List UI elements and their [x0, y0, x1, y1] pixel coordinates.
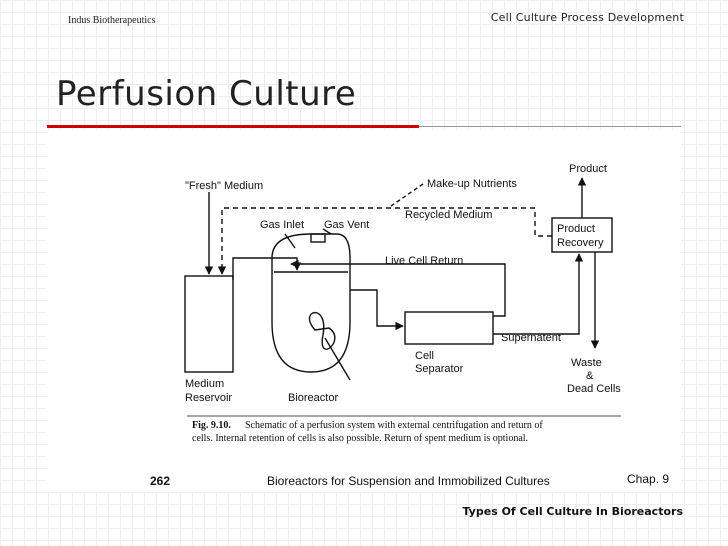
medium-reservoir-label-1: Medium	[185, 378, 224, 390]
cell-separator-label-1: Cell	[415, 350, 434, 362]
waste-label-3: Dead Cells	[567, 383, 621, 395]
organization-name: Indus Biotherapeutics	[68, 15, 156, 26]
gas-vent-leader	[322, 228, 332, 235]
slide-title: Perfusion Culture	[56, 74, 357, 114]
waste-label-2: &	[586, 370, 594, 382]
product-label: Product	[569, 163, 607, 175]
title-underline-gray	[419, 126, 681, 127]
slide-footer: Types Of Cell Culture In Bioreactors	[462, 505, 683, 518]
running-title: Bioreactors for Suspension and Immobiliz…	[267, 474, 550, 488]
chapter-label: Chap. 9	[627, 472, 669, 486]
diagram-svg: "Fresh" Medium Make-up Nutrients Recycle…	[150, 163, 669, 488]
recycled-medium-label: Recycled Medium	[405, 209, 492, 221]
page-number: 262	[150, 474, 170, 488]
reservoir-to-bioreactor	[232, 257, 302, 280]
perfusion-diagram: "Fresh" Medium Make-up Nutrients Recycle…	[47, 130, 681, 492]
product-recovery-label-1: Product	[557, 223, 595, 235]
caption-line-1: Schematic of a perfusion system with ext…	[245, 420, 543, 431]
bioreactor-vessel	[271, 233, 351, 373]
supernatant-line	[493, 253, 584, 335]
medium-reservoir-box	[184, 275, 234, 373]
caption-figure-label: Fig. 9.10.	[192, 420, 231, 431]
waste-label-1: Waste	[571, 357, 602, 369]
impeller	[308, 311, 336, 350]
fresh-medium-label: "Fresh" Medium	[185, 180, 263, 192]
cell-separator-label-2: Separator	[415, 363, 464, 375]
makeup-nutrients-leader	[390, 183, 424, 207]
live-cell-return-label: Live Cell Return	[385, 255, 463, 267]
gas-vent-label: Gas Vent	[324, 219, 369, 231]
medium-reservoir-label-2: Reservoir	[185, 392, 232, 404]
gas-inlet-leader	[284, 233, 296, 249]
cell-separator-box	[404, 311, 494, 345]
bioreactor-label: Bioreactor	[288, 392, 338, 404]
gas-inlet-label: Gas Inlet	[260, 219, 304, 231]
supernatant-label: Supernatent	[501, 332, 561, 344]
header-title: Cell Culture Process Development	[490, 11, 684, 24]
gas-vent-port	[310, 233, 326, 243]
bioreactor-to-separator	[350, 289, 404, 331]
recycled-medium-line	[217, 207, 552, 275]
title-underline-red	[47, 125, 419, 128]
caption-line-2: cells. Internal retention of cells is al…	[192, 433, 528, 444]
live-cell-return-line	[290, 259, 506, 317]
bioreactor-leader	[324, 337, 351, 381]
makeup-nutrients-label: Make-up Nutrients	[427, 178, 517, 190]
product-recovery-label-2: Recovery	[557, 237, 604, 249]
